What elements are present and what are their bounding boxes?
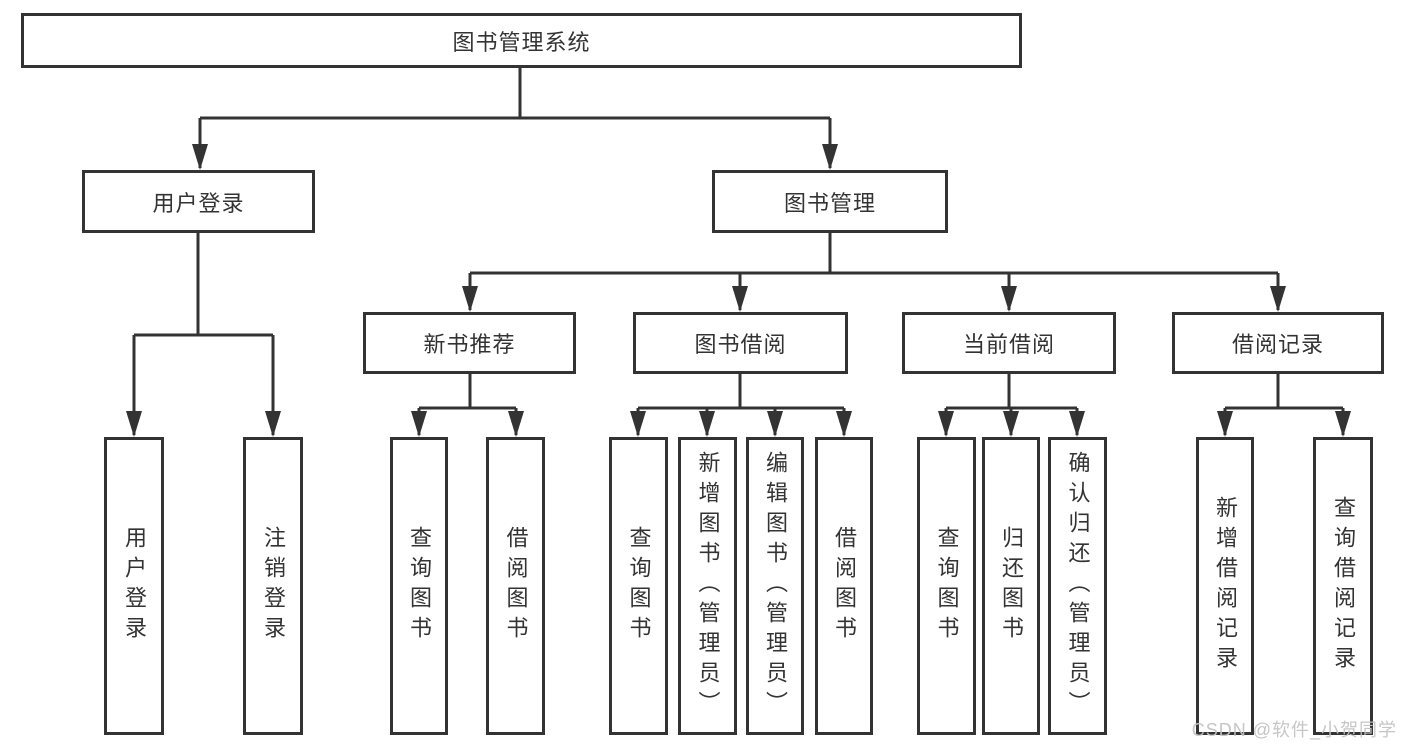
arrow-icon (462, 286, 478, 312)
connector-current-borrow (944, 374, 1079, 435)
arrow-icon (822, 144, 838, 170)
node-root-system: 图书管理系统 (21, 13, 1022, 68)
connector-user-login (132, 233, 275, 435)
leaf-query-book-recommend: 查询图书 (390, 437, 448, 735)
connector-new-book (417, 374, 518, 435)
node-new-book-recommend: 新书推荐 (363, 312, 576, 374)
connector-root (198, 68, 832, 168)
arrow-icon (1001, 286, 1017, 312)
arrow-icon (1069, 411, 1085, 437)
leaf-query-borrow-record: 查询借阅记录 (1313, 437, 1373, 735)
node-label: 图书管理 (783, 190, 876, 216)
arrow-icon (1217, 411, 1233, 437)
arrow-icon (411, 411, 427, 437)
leaf-edit-book-admin: 编辑图书（管理员） (746, 437, 804, 735)
node-label: 查询图书 (934, 526, 960, 646)
leaf-query-book-current: 查询图书 (917, 437, 976, 735)
node-label: 新增图书（管理员） (695, 451, 721, 721)
node-current-borrow: 当前借阅 (902, 312, 1116, 374)
arrow-icon (1003, 411, 1019, 437)
node-label: 确认归还（管理员） (1065, 451, 1091, 721)
connector-book-borrow (636, 374, 846, 435)
arrow-icon (126, 411, 142, 437)
node-label: 借阅记录 (1231, 332, 1324, 357)
leaf-confirm-return-admin: 确认归还（管理员） (1048, 437, 1107, 735)
csdn-watermark: CSDN @软件_小贺同学 (1191, 720, 1397, 740)
node-label: 新增借阅记录 (1213, 496, 1238, 676)
connector-borrow-records (1223, 374, 1345, 435)
node-label: 注销登录 (261, 526, 286, 646)
leaf-borrow-book: 借阅图书 (815, 437, 873, 735)
leaf-query-book-borrow: 查询图书 (609, 437, 668, 735)
leaf-user-login: 用户登录 (104, 437, 164, 735)
node-label: 编辑图书（管理员） (763, 451, 788, 721)
arrow-icon (630, 411, 646, 437)
leaf-logout: 注销登录 (243, 437, 303, 735)
arrow-icon (699, 411, 715, 437)
connector-lines (132, 68, 1345, 435)
arrow-icon (1335, 411, 1351, 437)
arrow-icon (265, 411, 281, 437)
arrow-icon (767, 411, 783, 437)
arrow-icon (1270, 286, 1286, 312)
node-label: 查询借阅记录 (1331, 496, 1356, 676)
node-borrow-records: 借阅记录 (1172, 312, 1384, 374)
node-book-borrow: 图书借阅 (633, 312, 848, 374)
node-label: 当前借阅 (962, 332, 1055, 357)
node-label: 归还图书 (999, 526, 1024, 646)
node-label: 新书推荐 (423, 332, 516, 357)
arrow-icon (732, 286, 748, 312)
node-label: 用户登录 (122, 526, 147, 646)
node-label: 借阅图书 (832, 526, 857, 646)
arrow-icon (836, 411, 852, 437)
leaf-add-book-admin: 新增图书（管理员） (678, 437, 737, 735)
connector-book-mgmt (468, 233, 1280, 310)
node-user-login-group: 用户登录 (82, 170, 315, 233)
node-label: 图书借阅 (694, 332, 787, 357)
node-label: 图书管理系统 (452, 29, 591, 55)
leaf-borrow-book-recommend: 借阅图书 (486, 437, 545, 735)
arrow-icon (192, 144, 208, 170)
leaf-return-book: 归还图书 (982, 437, 1040, 735)
node-label: 查询图书 (626, 526, 652, 646)
node-book-management: 图书管理 (712, 170, 948, 233)
arrow-icon (508, 411, 524, 437)
leaf-add-borrow-record: 新增借阅记录 (1196, 437, 1254, 735)
node-label: 借阅图书 (503, 526, 529, 646)
arrow-icon (938, 411, 954, 437)
node-label: 查询图书 (407, 526, 432, 646)
node-label: 用户登录 (152, 190, 245, 216)
